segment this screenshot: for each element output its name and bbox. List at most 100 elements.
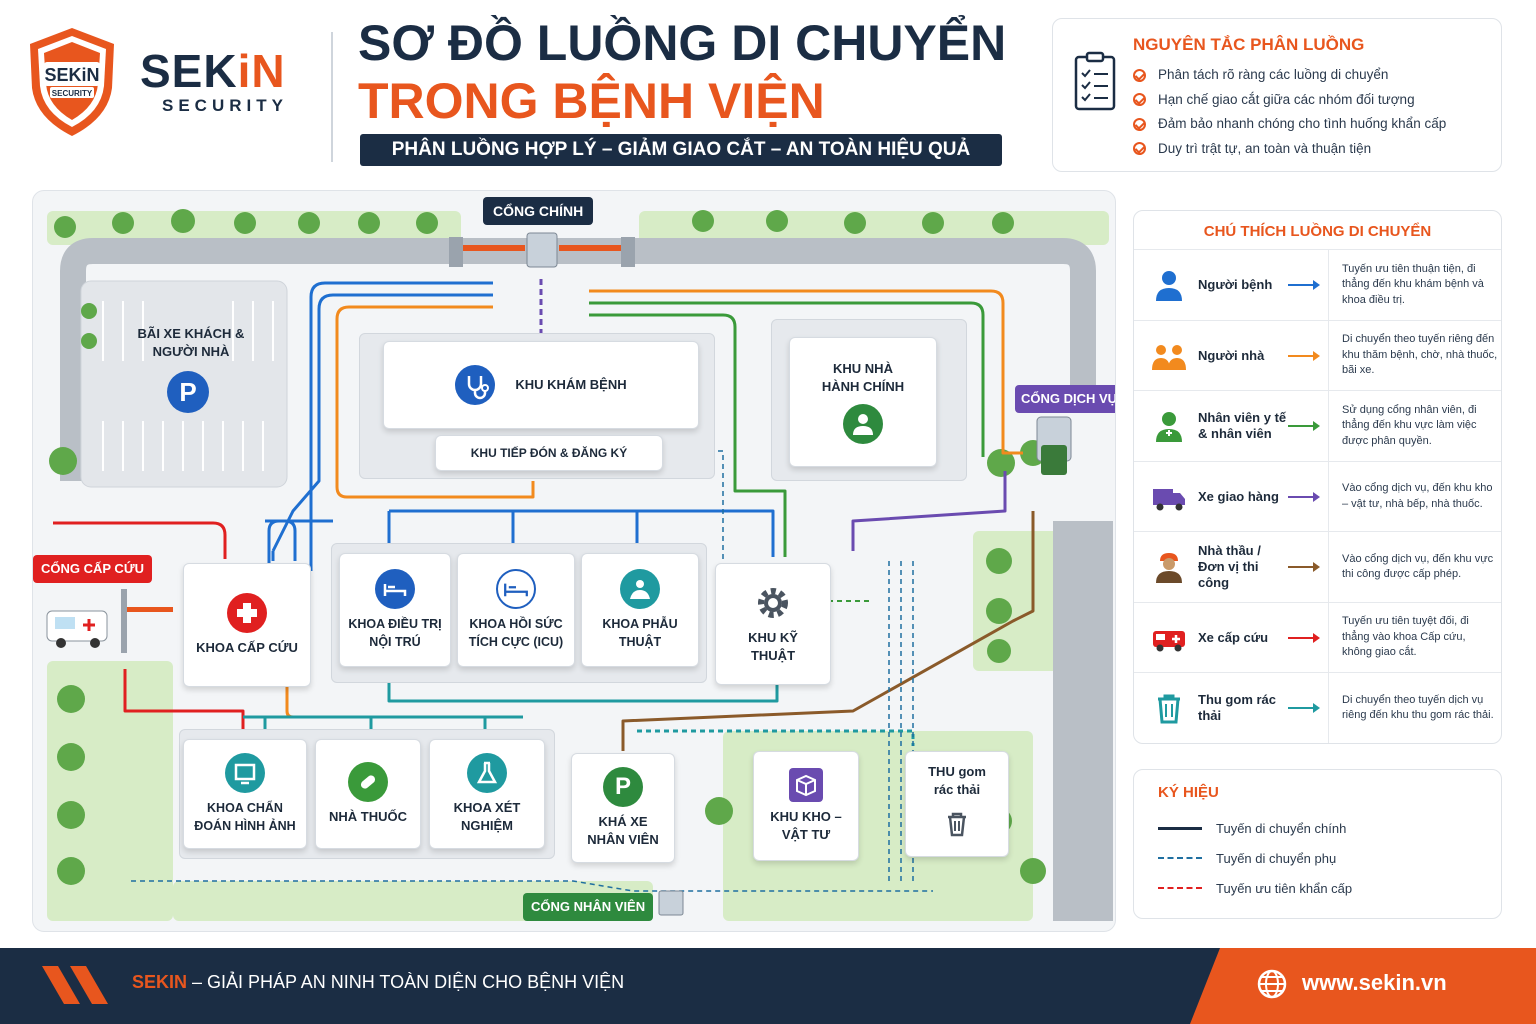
technical-label: KHU KỸ THUẬT bbox=[748, 630, 798, 663]
checklist-icon bbox=[1074, 51, 1116, 111]
legend-row-name: Thu gom rác thải bbox=[1198, 692, 1277, 723]
legend-arrow bbox=[1288, 280, 1320, 290]
website-link[interactable]: www.sekin.vn bbox=[1302, 970, 1447, 995]
admin-label: KHU NHÀ HÀNH CHÍNH bbox=[821, 361, 905, 394]
emergency-gate-label: CỔNG CẤP CỨU bbox=[33, 555, 152, 583]
globe-icon bbox=[1257, 969, 1287, 999]
sekin-chevron-logo bbox=[42, 966, 108, 1004]
symbol-secondary-route: Tuyến di chuyển phụ bbox=[1158, 848, 1336, 868]
hospital-map: BÃI XE KHÁCH & NGƯỜI NHÀ P KHU KHÁM BỆNH… bbox=[32, 190, 1116, 932]
principles-title: NGUYÊN TẮC PHÂN LUỒNG bbox=[1133, 35, 1365, 54]
principle-item: Duy trì trật tự, an toàn và thuận tiện bbox=[1133, 137, 1446, 162]
icu-building: KHOA HỒI SỨC TÍCH CỰC (ICU) bbox=[457, 553, 575, 667]
check-circle-icon bbox=[1133, 93, 1146, 107]
exam-building: KHU KHÁM BỆNH bbox=[383, 341, 699, 429]
ambulance-icon bbox=[1152, 621, 1186, 655]
legend-row: Thu gom rác thải Di chuyển theo tuyến dịc… bbox=[1134, 672, 1501, 743]
legend-row-name: Xe cấp cứu bbox=[1198, 629, 1269, 645]
icu-bed-icon bbox=[496, 569, 536, 609]
waste-label: THU gom rác thải bbox=[928, 764, 986, 797]
patient-icon bbox=[1152, 268, 1186, 302]
inpatient-label: KHOA ĐIỀU TRỊ NỘI TRÚ bbox=[348, 617, 442, 649]
footer-accent bbox=[1190, 948, 1536, 1024]
principle-item: Đảm bảo nhanh chóng cho tình huống khẩn … bbox=[1133, 112, 1446, 137]
contractor-icon bbox=[1152, 550, 1186, 584]
legend-row-desc: Di chuyển theo tuyến riêng đến khu thăm … bbox=[1342, 333, 1498, 377]
header-divider bbox=[331, 32, 333, 162]
staff-parking-icon: P bbox=[603, 767, 643, 807]
legend-row: Xe cấp cứu Tuyến ưu tiên tuyệt đối, đi th… bbox=[1134, 601, 1501, 673]
symbol-emergency-route: Tuyến ưu tiên khẩn cấp bbox=[1158, 878, 1352, 898]
surgery-icon bbox=[620, 569, 660, 609]
brand-sub: SECURITY bbox=[162, 96, 288, 115]
stethoscope-icon bbox=[455, 365, 496, 405]
principles-panel: NGUYÊN TẮC PHÂN LUỒNG Phân tách rõ ràng … bbox=[1052, 18, 1502, 172]
medical-cross-icon bbox=[227, 593, 267, 633]
legend-row: Người nhà Di chuyển theo tuyến riêng đến … bbox=[1134, 319, 1501, 391]
staff-parking-building: P KHÁ XE NHÂN VIÊN bbox=[571, 753, 675, 863]
legend-arrow bbox=[1288, 562, 1320, 572]
emergency-label: KHOA CẤP CỨU bbox=[196, 640, 298, 655]
footer-brand: SEKIN bbox=[132, 972, 188, 992]
technical-building: KHU KỸ THUẬT bbox=[715, 563, 831, 685]
imaging-building: KHOA CHẨN ĐOÁN HÌNH ẢNH bbox=[183, 739, 307, 849]
warehouse-building: KHU KHO – VẬT TƯ bbox=[753, 751, 859, 861]
pharmacy-building: NHÀ THUỐC bbox=[315, 739, 421, 849]
legend-row-desc: Sử dụng cổng nhân viên, đi thẳng đến khu… bbox=[1342, 403, 1477, 447]
icu-label: KHOA HỒI SỨC TÍCH CỰC (ICU) bbox=[468, 617, 564, 649]
staff-parking-label: KHÁ XE NHÂN VIÊN bbox=[587, 814, 659, 847]
legend-row-desc: Di chuyển theo tuyến dịch vụ riêng đến k… bbox=[1342, 693, 1494, 722]
gear-icon bbox=[753, 583, 793, 623]
admin-building: KHU NHÀ HÀNH CHÍNH bbox=[789, 337, 937, 467]
principle-item: Hạn chế giao cắt giữa các nhóm đối tượng bbox=[1133, 88, 1446, 113]
waste-building: THU gom rác thải bbox=[905, 751, 1009, 857]
pill-icon bbox=[348, 762, 388, 802]
surgery-label: KHOA PHẪU THUẬT bbox=[602, 617, 678, 649]
staff-gate-label: CỔNG NHÂN VIÊN bbox=[523, 893, 654, 921]
main-gate-label: CỔNG CHÍNH bbox=[483, 197, 594, 225]
imaging-label: KHOA CHẨN ĐOÁN HÌNH ẢNH bbox=[194, 801, 296, 833]
trash-icon bbox=[1152, 691, 1186, 725]
brand-name-a: SEK bbox=[140, 45, 238, 97]
logo-text: SEKiN bbox=[44, 65, 99, 85]
reception-building: KHU TIẾP ĐÓN & ĐĂNG KÝ bbox=[435, 435, 663, 471]
service-gate-label: CỔNG DỊCH VỤ bbox=[1015, 385, 1115, 413]
legend-row-desc: Tuyến ưu tiên tuyệt đối, đi thẳng vào kh… bbox=[1342, 615, 1469, 659]
page-title-line2: TRONG BỆNH VIỆN bbox=[358, 73, 825, 129]
legend-arrow bbox=[1288, 491, 1320, 502]
legend-arrow bbox=[1288, 350, 1320, 361]
imaging-icon bbox=[225, 753, 265, 793]
legend-title: CHÚ THÍCH LUỒNG DI CHUYỂN bbox=[1203, 223, 1432, 240]
legend-row-name: Xe giao hàng bbox=[1198, 488, 1279, 504]
lab-label: KHOA XÉT NGHIỆM bbox=[453, 800, 521, 833]
staff-icon bbox=[1152, 409, 1186, 443]
bed-icon bbox=[375, 569, 415, 609]
symbols-panel: KÝ HIỆU Tuyến di chuyển chính Tuyến di c… bbox=[1133, 769, 1502, 919]
footer-slogan: SEKIN – GIẢI PHÁP AN NINH TOÀN DIỆN CHO … bbox=[132, 972, 624, 993]
symbol-main-route: Tuyến di chuyển chính bbox=[1158, 818, 1346, 838]
legend-arrow bbox=[1288, 632, 1320, 643]
legend-row-name: Người nhà bbox=[1198, 347, 1265, 363]
check-circle-icon bbox=[1133, 117, 1146, 131]
legend-row: Xe giao hàng Vào cổng dịch vụ, đến khu kh… bbox=[1134, 460, 1501, 532]
tagline: PHÂN LUỒNG HỢP LÝ – GIẢM GIAO CẮT – AN T… bbox=[360, 134, 1002, 166]
check-circle-icon bbox=[1133, 142, 1146, 156]
flask-icon bbox=[467, 753, 507, 793]
logo-sub: SECURITY bbox=[52, 89, 93, 98]
parking-icon: P bbox=[167, 371, 209, 413]
legend-row-desc: Vào cổng dịch vụ, đến khu vực thi công đ… bbox=[1342, 552, 1494, 581]
principle-item: Phân tách rõ ràng các luồng di chuyển bbox=[1133, 63, 1446, 88]
brand-name: SEKiN SECURITY bbox=[140, 48, 288, 116]
warehouse-label: KHU KHO – VẬT TƯ bbox=[770, 809, 842, 842]
parking-label: BÃI XE KHÁCH & NGƯỜI NHÀ bbox=[137, 326, 245, 359]
check-circle-icon bbox=[1133, 68, 1146, 82]
footer-text: – GIẢI PHÁP AN NINH TOÀN DIỆN CHO BỆNH V… bbox=[187, 972, 625, 992]
inpatient-building: KHOA ĐIỀU TRỊ NỘI TRÚ bbox=[339, 553, 451, 667]
legend-row-desc: Vào cổng dịch vụ, đến khu kho – vật tư, … bbox=[1342, 482, 1493, 510]
truck-icon bbox=[1152, 480, 1186, 514]
family-icon bbox=[1152, 339, 1186, 373]
